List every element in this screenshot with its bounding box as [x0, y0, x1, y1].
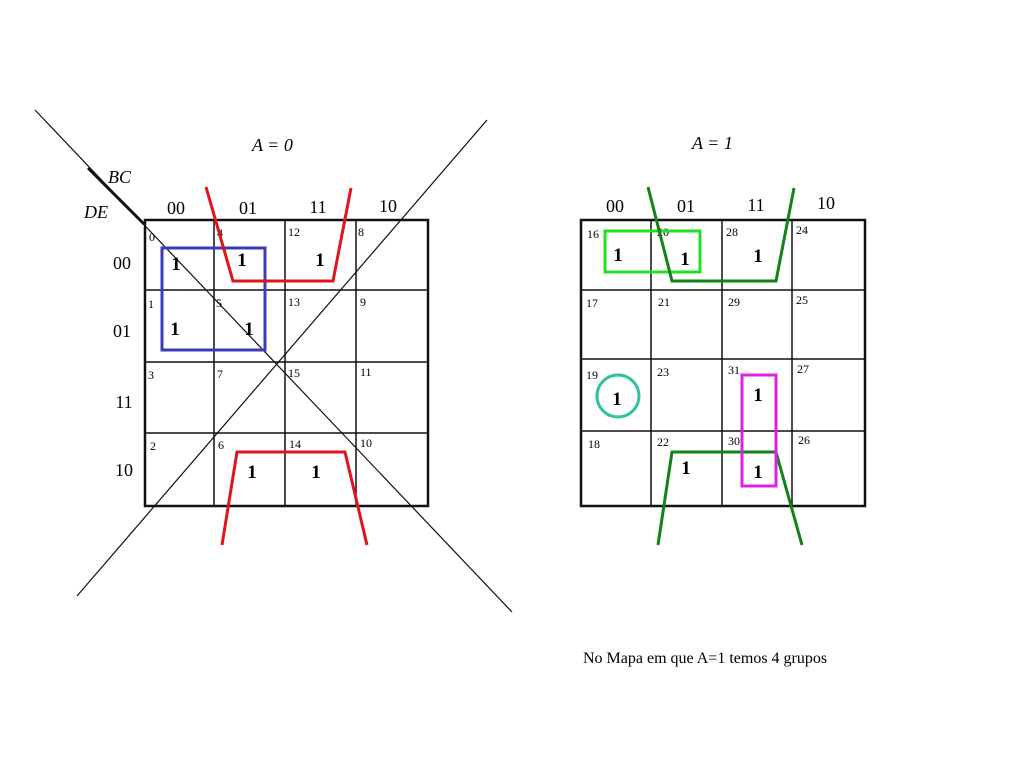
cell-number: 11	[360, 365, 372, 379]
col-variable-label: BC	[108, 167, 132, 187]
cell-value: 1	[613, 245, 623, 266]
cell-number: 15	[288, 366, 300, 380]
cell-value: 1	[753, 246, 763, 267]
col-header: 01	[677, 196, 695, 216]
kmap-a0: A = 0 BC DE 00 01 11 10 00 01 11 10 0 4 …	[34, 109, 513, 613]
cell-value: 1	[315, 250, 325, 271]
map-title: A = 1	[691, 133, 733, 153]
cell-number: 25	[796, 293, 808, 307]
cell-number: 31	[728, 363, 740, 377]
cell-value: 1	[612, 389, 622, 410]
cell-value: 1	[753, 385, 763, 406]
row-header: 10	[115, 460, 133, 480]
cell-number: 26	[798, 433, 810, 447]
cell-number: 21	[658, 295, 670, 309]
cell-value: 1	[237, 250, 247, 271]
cell-number: 16	[587, 227, 599, 241]
cell-number: 27	[797, 362, 809, 376]
kmap-grid-border	[579, 218, 867, 508]
cell-number: 28	[726, 225, 738, 239]
cell-number: 17	[586, 296, 598, 310]
cell-value: 1	[311, 462, 321, 483]
row-header: 00	[113, 253, 131, 273]
cell-number: 1	[148, 297, 154, 311]
col-header: 00	[606, 196, 624, 216]
diagonal-line	[76, 119, 488, 597]
col-header: 10	[817, 193, 835, 213]
row-variable-label: DE	[83, 202, 108, 222]
col-header: 11	[309, 197, 326, 217]
col-header: 01	[239, 198, 257, 218]
group-outline-green-top	[646, 186, 796, 283]
cell-value: 1	[247, 462, 257, 483]
cell-number: 5	[216, 296, 222, 310]
cell-value: 1	[681, 458, 691, 479]
cell-number: 19	[586, 368, 598, 382]
cell-number: 6	[218, 438, 224, 452]
cell-number: 10	[360, 436, 372, 450]
cell-number: 30	[728, 434, 740, 448]
cell-number: 2	[150, 439, 156, 453]
cell-number: 12	[288, 225, 300, 239]
col-header: 00	[167, 198, 185, 218]
corner-divider	[86, 166, 146, 226]
cell-number: 18	[588, 437, 600, 451]
row-header: 11	[115, 392, 132, 412]
kmap-a1: A = 1 00 01 11 10 16 20 28 24 17 21 29 2…	[579, 133, 867, 546]
cell-number: 0	[149, 230, 155, 244]
group-outline-red-top	[204, 186, 353, 283]
group-outline-red-bottom	[220, 450, 369, 546]
cell-value: 1	[753, 462, 763, 483]
cell-value: 1	[171, 254, 181, 275]
group-outline-blue	[160, 246, 267, 352]
cell-number: 13	[288, 295, 300, 309]
cell-number: 29	[728, 295, 740, 309]
cell-number: 22	[657, 435, 669, 449]
group-outline-teal-circle	[595, 373, 641, 419]
row-header: 01	[113, 321, 131, 341]
cell-number: 23	[657, 365, 669, 379]
col-header: 10	[379, 196, 397, 216]
caption-text: No Mapa em que A=1 temos 4 grupos	[583, 650, 828, 667]
group-outline-magenta	[740, 373, 778, 488]
group-outline-bright-green	[603, 229, 702, 274]
cell-value: 1	[244, 319, 254, 340]
cell-number: 3	[148, 368, 154, 382]
cell-number: 14	[289, 437, 301, 451]
col-header: 11	[747, 195, 764, 215]
cell-number: 24	[796, 223, 808, 237]
map-title: A = 0	[251, 135, 293, 155]
cell-number: 7	[217, 367, 223, 381]
kmap-grid-border	[143, 218, 430, 508]
cell-number: 8	[358, 225, 364, 239]
cell-number: 9	[360, 295, 366, 309]
group-outline-green-bottom	[656, 450, 804, 546]
cell-value: 1	[680, 249, 690, 270]
cell-value: 1	[170, 319, 180, 340]
